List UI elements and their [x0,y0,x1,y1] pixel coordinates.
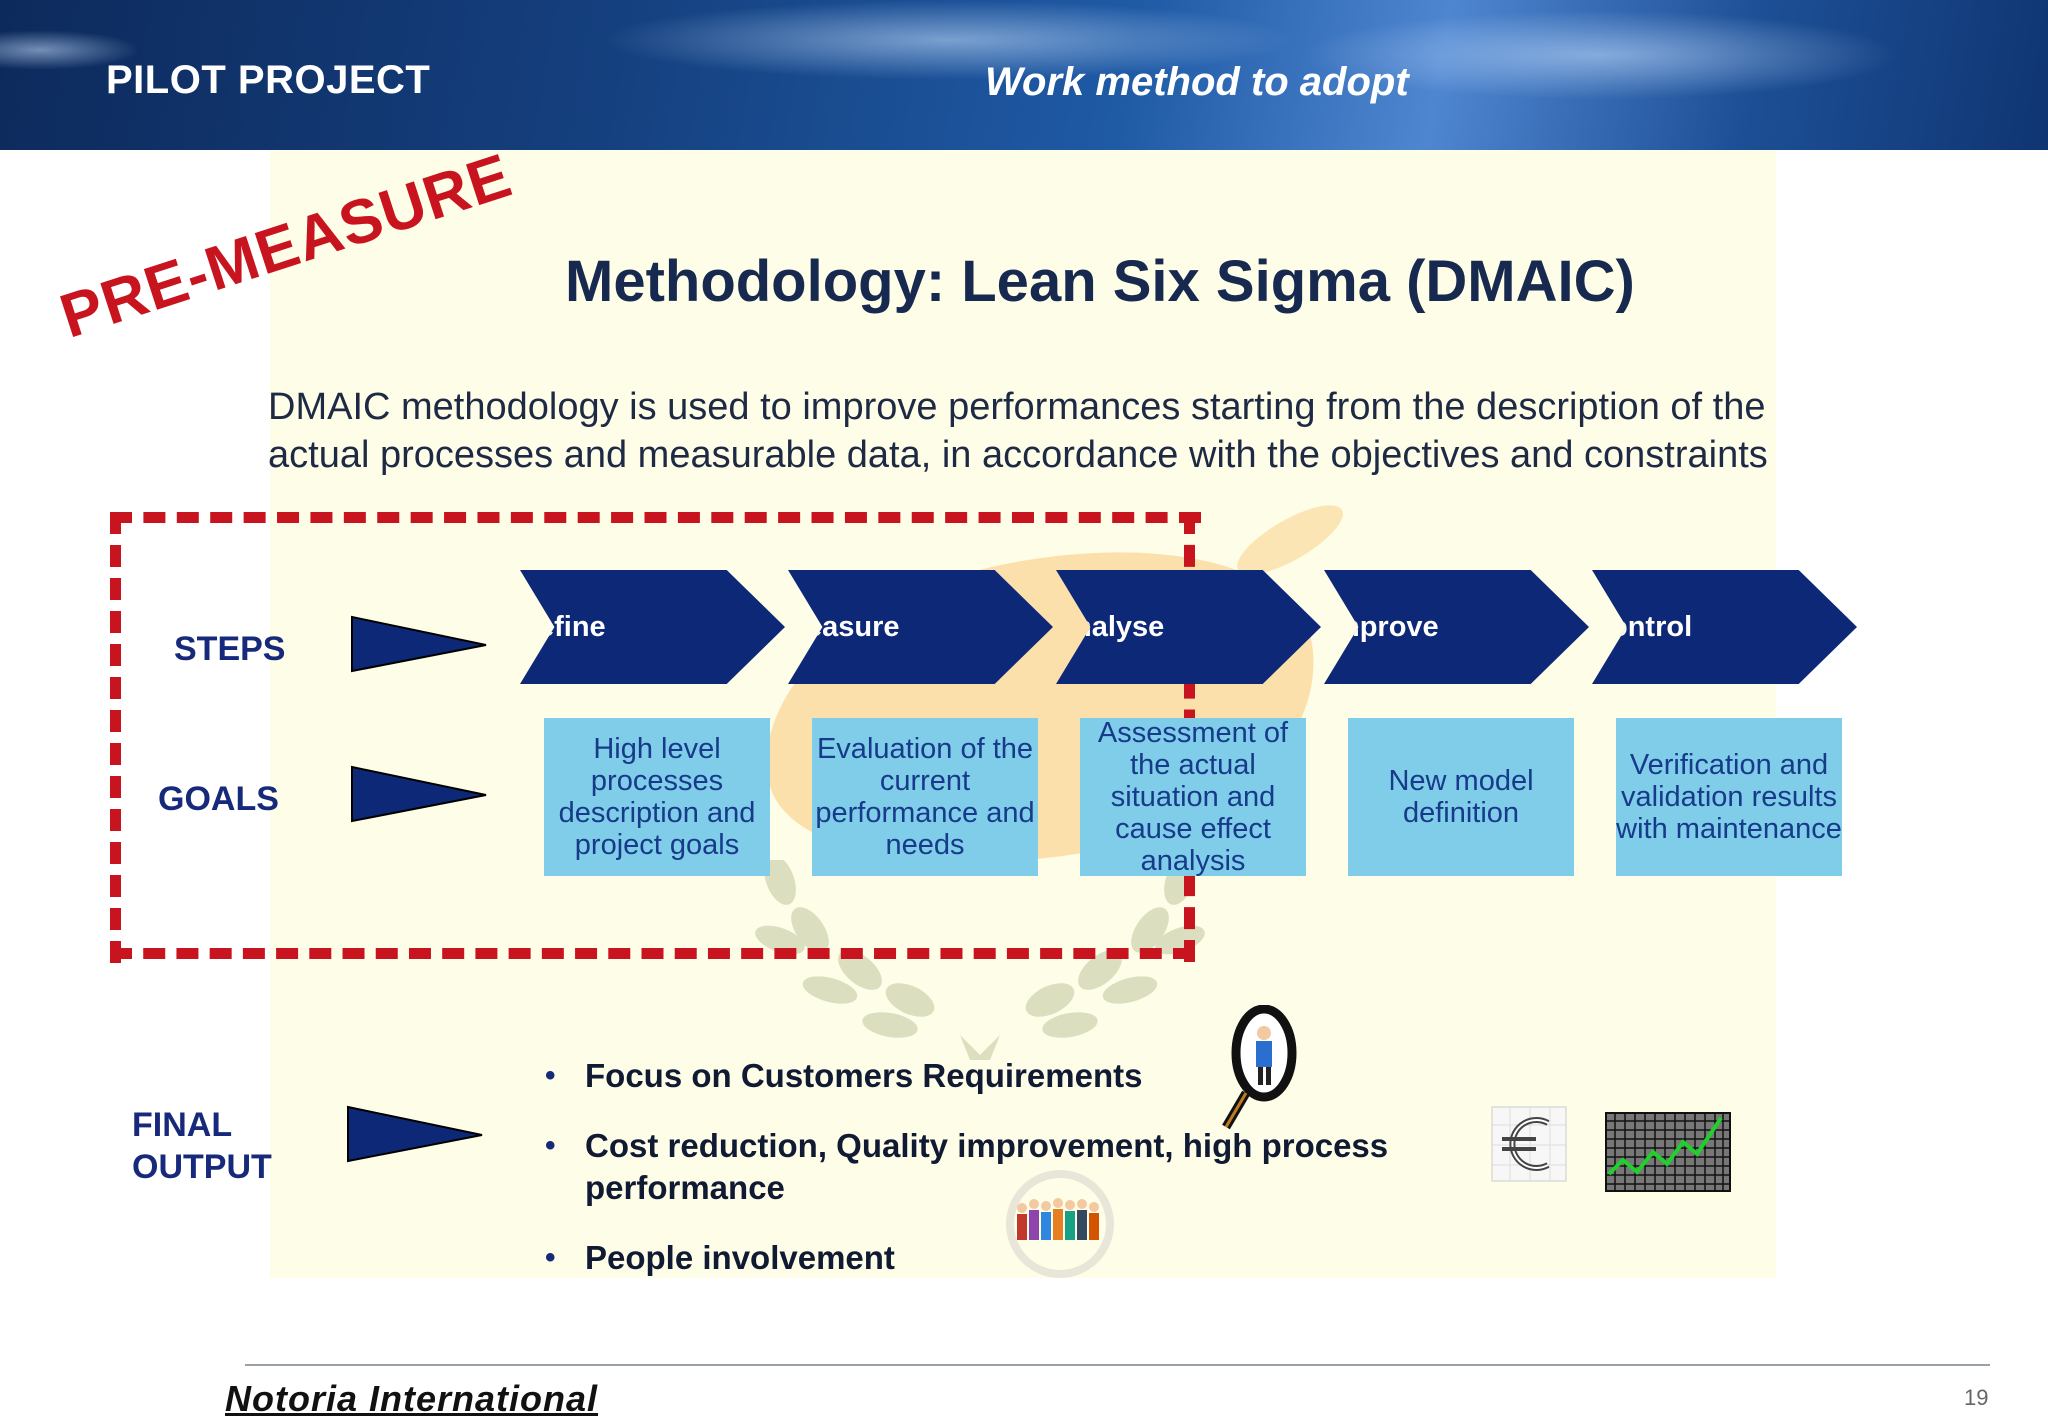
header-title: PILOT PROJECT [106,58,431,102]
final-output-label-line1: FINAL [132,1106,233,1144]
step-improve: nprove [1324,570,1589,684]
page-number: 19 [1964,1385,1989,1410]
final-output-pointer-icon [347,1105,483,1163]
intro-text: DMAIC methodology is used to improve per… [268,386,1768,476]
goal-measure: Evaluation of the current performance an… [812,718,1038,876]
banner-streak [1300,10,1900,100]
header-banner: PILOT PROJECT Work method to adopt [0,0,2048,150]
goal-control: Verification and validation results with… [1616,718,1842,876]
pre-measure-frame-bottom [110,948,1195,959]
final-output-label: FINAL OUTPUT [132,1104,272,1188]
banner-streak [600,0,1300,80]
step-measure: easure [788,570,1053,684]
header-subtitle: Work method to adopt [985,60,1409,104]
final-output-label-line2: OUTPUT [132,1148,272,1186]
goals-label: GOALS [158,780,279,818]
magnifier-person-icon [1222,1005,1297,1130]
goals-pointer-icon [351,765,487,823]
step-analyse: nalyse [1056,570,1321,684]
list-item: Focus on Customers Requirements [545,1055,1545,1097]
pre-measure-frame [110,512,1201,963]
goal-define: High level processes description and pro… [544,718,770,876]
footer-brand: Notoria International [225,1378,599,1419]
list-item: People involvement [545,1237,1545,1279]
final-output-list: Focus on Customers Requirements Cost red… [545,1055,1545,1307]
goal-improve: New model definition [1348,718,1574,876]
team-people-icon [1006,1170,1114,1278]
goal-analyse: Assessment of the actual situation and c… [1080,717,1306,877]
steps-pointer-icon [351,615,487,673]
step-control: ontrol [1592,570,1857,684]
list-item: Cost reduction, Quality improvement, hig… [545,1125,1545,1209]
steps-label: STEPS [174,630,286,668]
growth-chart-icon [1605,1112,1731,1192]
euro-chart-icon [1491,1106,1567,1182]
page-title: Methodology: Lean Six Sigma (DMAIC) [565,249,1635,314]
footer-divider [245,1364,1990,1366]
